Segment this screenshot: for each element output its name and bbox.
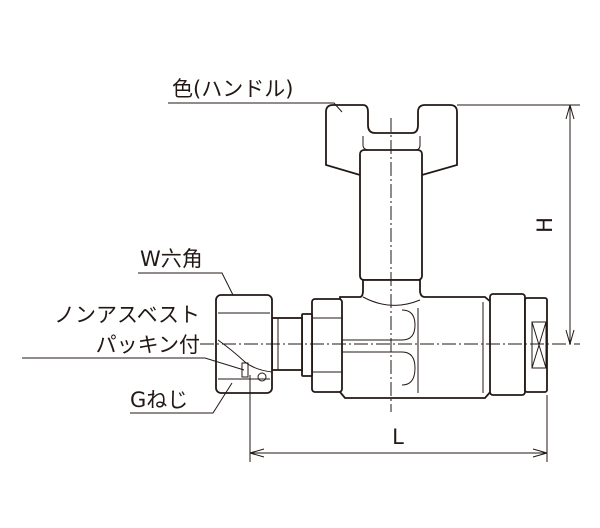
valve-body bbox=[271, 279, 548, 399]
packing-label-line2: パッキン付 bbox=[96, 333, 200, 357]
callout-w-hex: W六角 bbox=[138, 247, 234, 296]
callout-packing: ノンアスベスト パッキン付 bbox=[22, 303, 245, 371]
callout-g-thread: Gねじ bbox=[130, 382, 233, 414]
dimension-h: H bbox=[457, 104, 580, 345]
callout-handle-color: 色(ハンドル) bbox=[168, 77, 343, 113]
dimension-h-label: H bbox=[533, 217, 557, 233]
packing-label-line1: ノンアスベスト bbox=[54, 303, 200, 327]
g-thread-label: Gねじ bbox=[130, 388, 188, 412]
dimension-l: L bbox=[249, 375, 548, 462]
dimension-l-label: L bbox=[392, 425, 404, 449]
w-hex-label: W六角 bbox=[140, 247, 203, 271]
handle-color-label: 色(ハンドル) bbox=[172, 77, 293, 101]
